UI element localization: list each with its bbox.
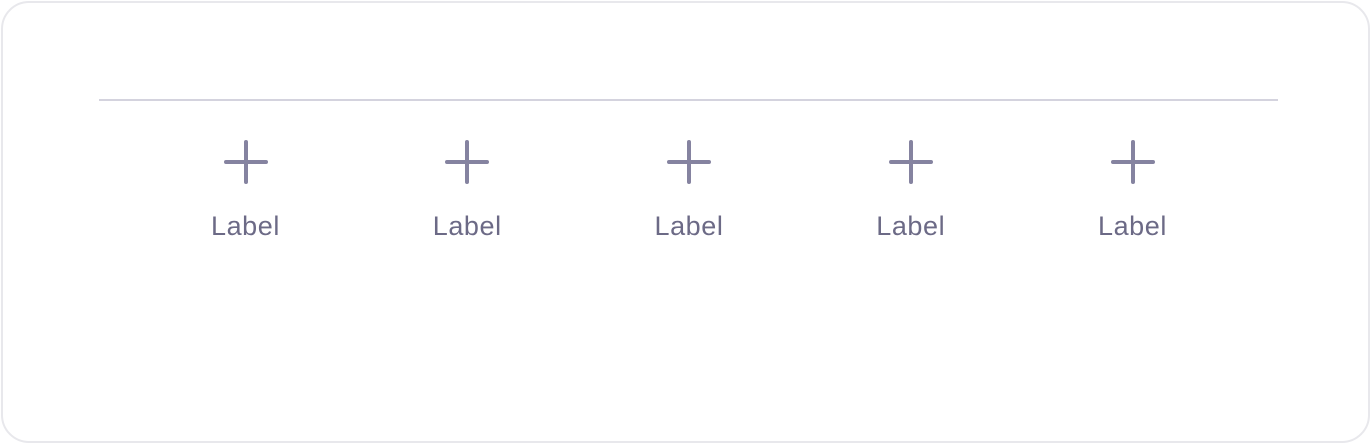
plus-icon [1110,140,1155,184]
tab-item-1[interactable]: Label [135,131,356,261]
tab-label: Label [210,211,281,241]
tab-label: Label [876,211,946,241]
tab-label: Label [654,211,724,241]
plus-icon [223,140,268,184]
tab-item-3[interactable]: Label [579,131,800,261]
tab-label: Label [432,211,502,241]
tab-item-4[interactable]: Label [800,131,1021,261]
tab-bar: Label Label Label Label Label [135,131,1243,261]
plus-icon [445,140,490,184]
tab-item-5[interactable]: Label [1022,131,1243,261]
plus-icon [888,140,933,184]
tab-item-2[interactable]: Label [357,131,578,261]
tab-label: Label [1097,211,1168,241]
plus-icon [667,140,711,184]
tab-bar-divider [99,99,1278,101]
